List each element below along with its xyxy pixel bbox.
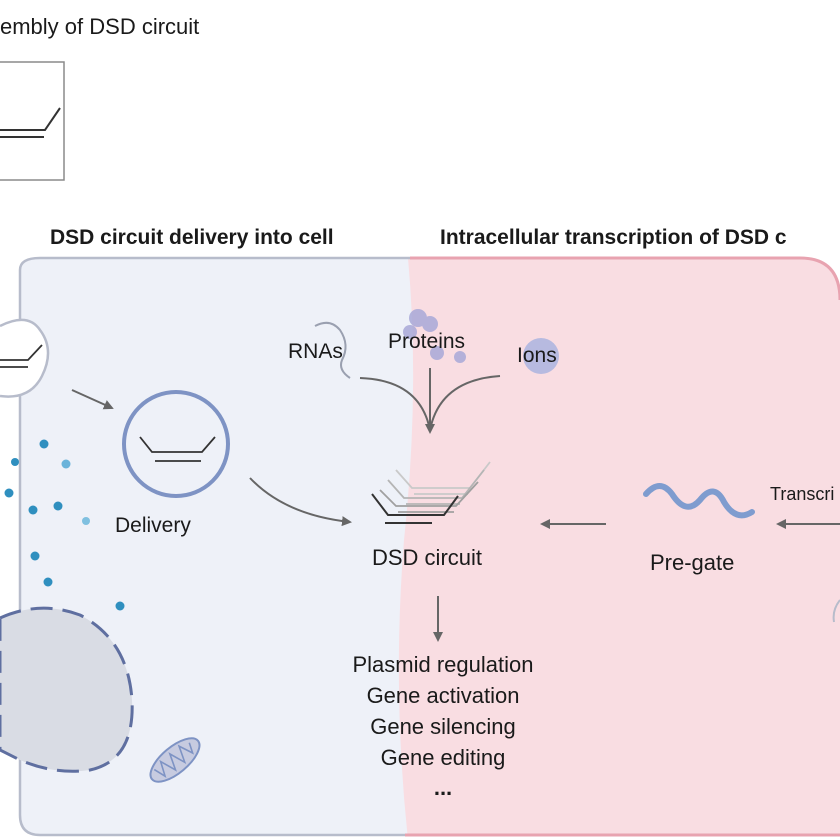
output-item: Gene activation (367, 683, 520, 708)
arrow-delivery-to-circuit (249, 477, 352, 527)
rnas-label: RNAs (288, 340, 343, 363)
proteins-label: Proteins (388, 330, 465, 353)
ion-input-arrow (429, 375, 501, 431)
pre-gate-label: Pre-gate (650, 550, 734, 575)
output-item: Gene silencing (370, 714, 516, 739)
mitochondrion-icon (149, 737, 201, 783)
delivery-label: Delivery (115, 514, 191, 537)
output-item: Gene editing (381, 745, 506, 770)
transcription-region (398, 258, 840, 835)
dsd-circuit-stack (371, 461, 491, 524)
output-item: Plasmid regulation (353, 652, 534, 677)
partial-organelle (832, 599, 840, 623)
dsd-circuit-label: DSD circuit (372, 545, 482, 570)
dsd-strand-icon (0, 344, 43, 361)
delivery-vesicle (122, 390, 230, 498)
ions-label: Ions (517, 344, 557, 367)
cell (18, 256, 840, 837)
assembly-box (0, 61, 65, 181)
ion-icon (523, 338, 559, 374)
nucleus (0, 606, 134, 773)
output-item: ... (434, 775, 452, 800)
assembly-title: embly of DSD circuit (0, 14, 199, 39)
endocytosis-membrane (0, 318, 50, 398)
protein-icon (403, 309, 466, 363)
transcription-section-title: Intracellular transcription of DSD c (440, 226, 787, 249)
rna-icon (314, 321, 351, 379)
pre-gate-rna-icon (643, 483, 755, 519)
rna-input-arrow (359, 377, 431, 431)
molecule-dots (4, 439, 125, 611)
arrow-to-vesicle (71, 389, 114, 410)
transcription-label: Transcri (770, 484, 834, 504)
outputs-list: Plasmid regulation Gene activation Gene … (353, 652, 534, 800)
delivery-section-title: DSD circuit delivery into cell (50, 226, 334, 249)
